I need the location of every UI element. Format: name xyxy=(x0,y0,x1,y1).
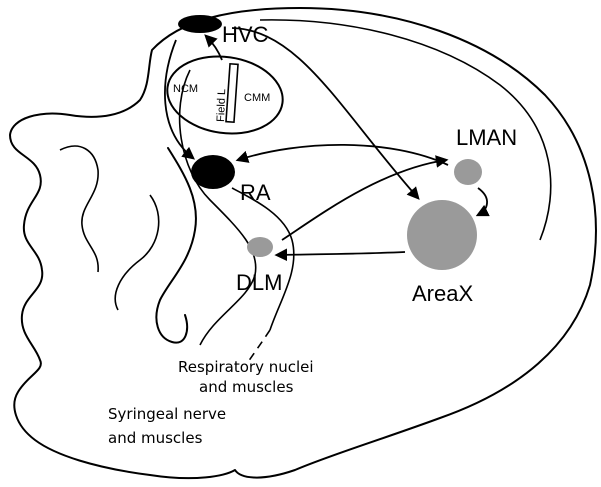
areax-nucleus xyxy=(407,200,477,270)
areax-label: AreaX xyxy=(412,281,473,306)
brainstem-tract-left xyxy=(178,69,257,346)
hvc-to-ra-arrow xyxy=(164,39,195,160)
ra-label: RA xyxy=(240,180,271,205)
lman-to-ra-arrow xyxy=(235,143,449,166)
syringeal-label-line2: and muscles xyxy=(108,429,203,447)
hvc-nucleus xyxy=(178,15,222,33)
lman-nucleus xyxy=(454,159,482,185)
auditory-region xyxy=(166,55,284,135)
brain-outline xyxy=(9,7,597,480)
hvc-label: HVC xyxy=(222,22,269,47)
dlm-nucleus xyxy=(247,237,273,257)
syringeal-label-line1: Syringeal nerve xyxy=(108,405,226,423)
cmm-label: CMM xyxy=(244,92,270,104)
brainstem-tract-right xyxy=(231,187,295,331)
ncm-label: NCM xyxy=(173,83,198,95)
inner-fold-2 xyxy=(59,145,99,273)
dlm-to-lman-arrow xyxy=(281,155,449,241)
areax-to-dlm-arrow xyxy=(274,248,406,262)
lman-to-areax-arrow xyxy=(475,187,490,217)
respiratory-dashed-line xyxy=(247,329,271,363)
hvc-areax-tract xyxy=(231,27,420,200)
dlm-label: DLM xyxy=(236,270,282,295)
inner-fold-1 xyxy=(114,194,160,311)
field-l-label: Field L xyxy=(215,89,228,122)
outer-arc-top xyxy=(259,19,552,241)
auditory-to-hvc-arrow xyxy=(204,34,223,61)
cerebellum-outline xyxy=(155,147,197,344)
field-l-band xyxy=(225,62,239,124)
respiratory-label-line1: Respiratory nuclei xyxy=(178,358,314,376)
ra-nucleus xyxy=(191,155,235,189)
respiratory-label-line2: and muscles xyxy=(199,378,294,396)
lman-label: LMAN xyxy=(456,125,517,150)
